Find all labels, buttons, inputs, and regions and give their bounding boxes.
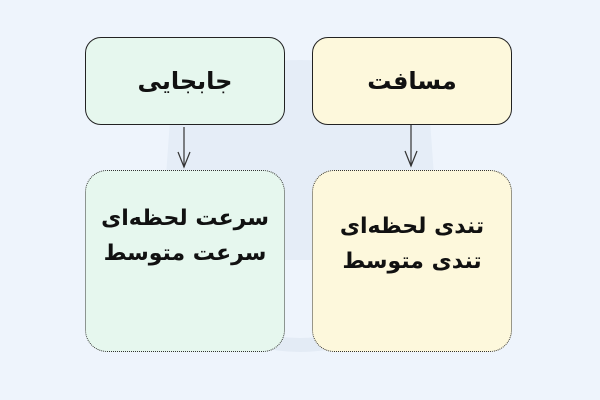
node-label-average-velocity: سرعت متوسط xyxy=(103,241,267,267)
node-label-instantaneous-velocity: سرعت لحظه‌ای xyxy=(101,206,269,231)
node-speed: تندی لحظه‌ای تندی متوسط xyxy=(312,170,512,352)
node-label-instantaneous-speed: تندی لحظه‌ای xyxy=(339,214,485,239)
node-displacement: جابجایی xyxy=(85,37,285,125)
node-velocity: سرعت لحظه‌ای سرعت متوسط xyxy=(85,170,285,352)
node-label: مسافت xyxy=(367,67,457,95)
node-distance: مسافت xyxy=(312,37,512,125)
node-label: جابجایی xyxy=(137,67,233,95)
arrow-displacement-to-velocity xyxy=(177,127,191,169)
node-label-average-speed: تندی متوسط xyxy=(342,249,482,275)
arrow-distance-to-speed xyxy=(404,124,418,168)
